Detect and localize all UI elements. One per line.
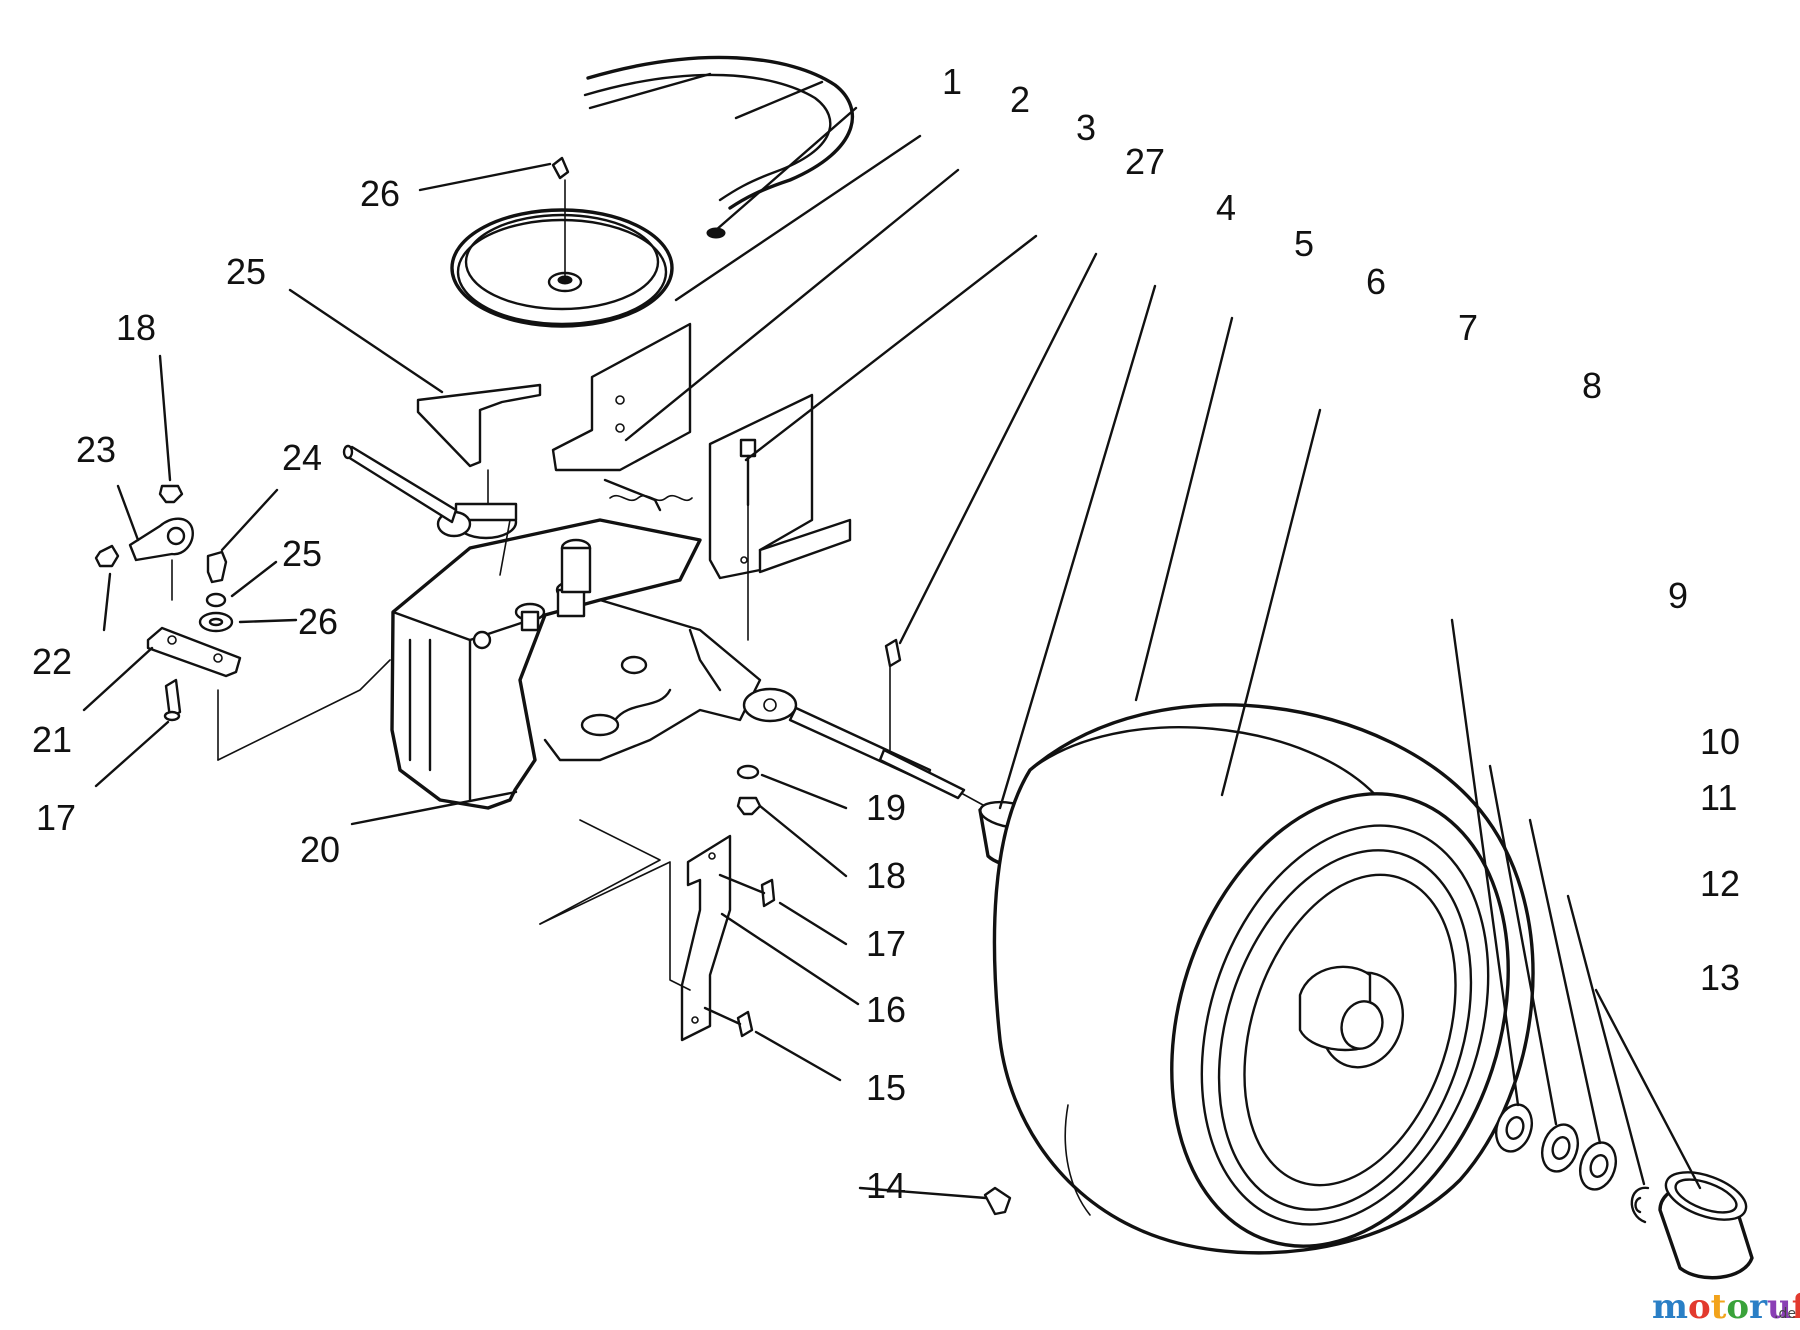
nut-22 <box>94 544 120 568</box>
callout-7: 7 <box>1458 307 1478 348</box>
watermark-letter-t: t <box>1711 1287 1727 1327</box>
angle-bracket <box>708 393 852 641</box>
washer-19 <box>736 764 760 780</box>
callout-25: 25 <box>282 533 322 574</box>
callout-4: 4 <box>1216 187 1236 228</box>
callout-21: 21 <box>32 719 72 760</box>
watermark-letter-r: r <box>1749 1287 1768 1327</box>
callout-9: 9 <box>1668 575 1688 616</box>
callout-14: 14 <box>866 1165 906 1206</box>
pulley <box>450 208 674 328</box>
callout-12: 12 <box>1700 863 1740 904</box>
axle-key <box>878 638 966 800</box>
watermark-letter-o2: o <box>1726 1287 1749 1327</box>
leader-lines <box>82 80 1702 1200</box>
callout-17-left: 17 <box>36 797 76 838</box>
drive-belt <box>583 55 855 210</box>
bolt-15 <box>703 1006 754 1038</box>
callout-22: 22 <box>32 641 72 682</box>
transaxle-housing <box>390 502 798 810</box>
callout-6: 6 <box>1366 261 1386 302</box>
callout-20: 20 <box>300 829 340 870</box>
washer-11 <box>1579 1141 1617 1191</box>
nut-18-left <box>158 484 184 504</box>
bolt-24 <box>206 550 228 584</box>
callout-11: 11 <box>1700 777 1737 818</box>
watermark-suffix: .de <box>1774 1306 1796 1322</box>
flat-washer-26 <box>198 611 234 633</box>
lock-washer-25 <box>205 592 227 608</box>
callout-16: 16 <box>866 989 906 1030</box>
watermark-letter-u: u <box>1767 1287 1792 1327</box>
valve-stem <box>983 1186 1012 1216</box>
watermark-letter-m: m <box>1652 1287 1688 1327</box>
callout-18-right: 18 <box>866 855 906 896</box>
idler-bracket <box>551 322 693 512</box>
callout-13: 13 <box>1700 957 1740 998</box>
watermark-letter-o: o <box>1688 1287 1711 1327</box>
callout-17-right: 17 <box>866 923 906 964</box>
ball-joint-23 <box>128 517 194 601</box>
nut-18 <box>736 796 762 816</box>
pulley-pin <box>551 156 570 283</box>
callout-19: 19 <box>866 787 906 828</box>
watermark-letter-f: f <box>1792 1287 1800 1327</box>
callout-27: 25 <box>226 251 266 292</box>
mount-bracket <box>680 834 732 1042</box>
callout-3: 3 <box>1076 107 1096 148</box>
callout-labels: 1 2 3 27 4 5 6 7 8 9 10 11 12 13 14 15 1… <box>32 61 1740 1206</box>
washer-9 <box>1495 1103 1533 1153</box>
callout-5: 5 <box>1294 223 1314 264</box>
bolt-17 <box>718 873 776 908</box>
callout-18-left: 18 <box>116 307 156 348</box>
watermark-logo: motoruf .de <box>1652 1287 1800 1327</box>
callout-29: 27 <box>1125 141 1165 182</box>
e-clip <box>1630 1186 1650 1224</box>
left-axle <box>342 444 458 524</box>
callout-26: 26 <box>298 601 338 642</box>
callout-15: 15 <box>866 1067 906 1108</box>
svg-text:motoruf: motoruf <box>1652 1287 1800 1327</box>
link-plate-21 <box>146 626 242 678</box>
callout-23: 23 <box>76 429 116 470</box>
callout-2: 2 <box>1010 79 1030 120</box>
pulley-key <box>706 227 726 239</box>
callout-24: 24 <box>282 437 322 478</box>
callout-1: 1 <box>942 61 962 102</box>
hub-cap <box>1658 1171 1754 1280</box>
bolt-17-left <box>163 678 182 722</box>
callout-10: 10 <box>1700 721 1740 762</box>
rear-wheel-tire <box>992 703 1535 1255</box>
callout-8: 8 <box>1582 365 1602 406</box>
washer-10 <box>1541 1123 1579 1173</box>
callout-28: 26 <box>360 173 400 214</box>
